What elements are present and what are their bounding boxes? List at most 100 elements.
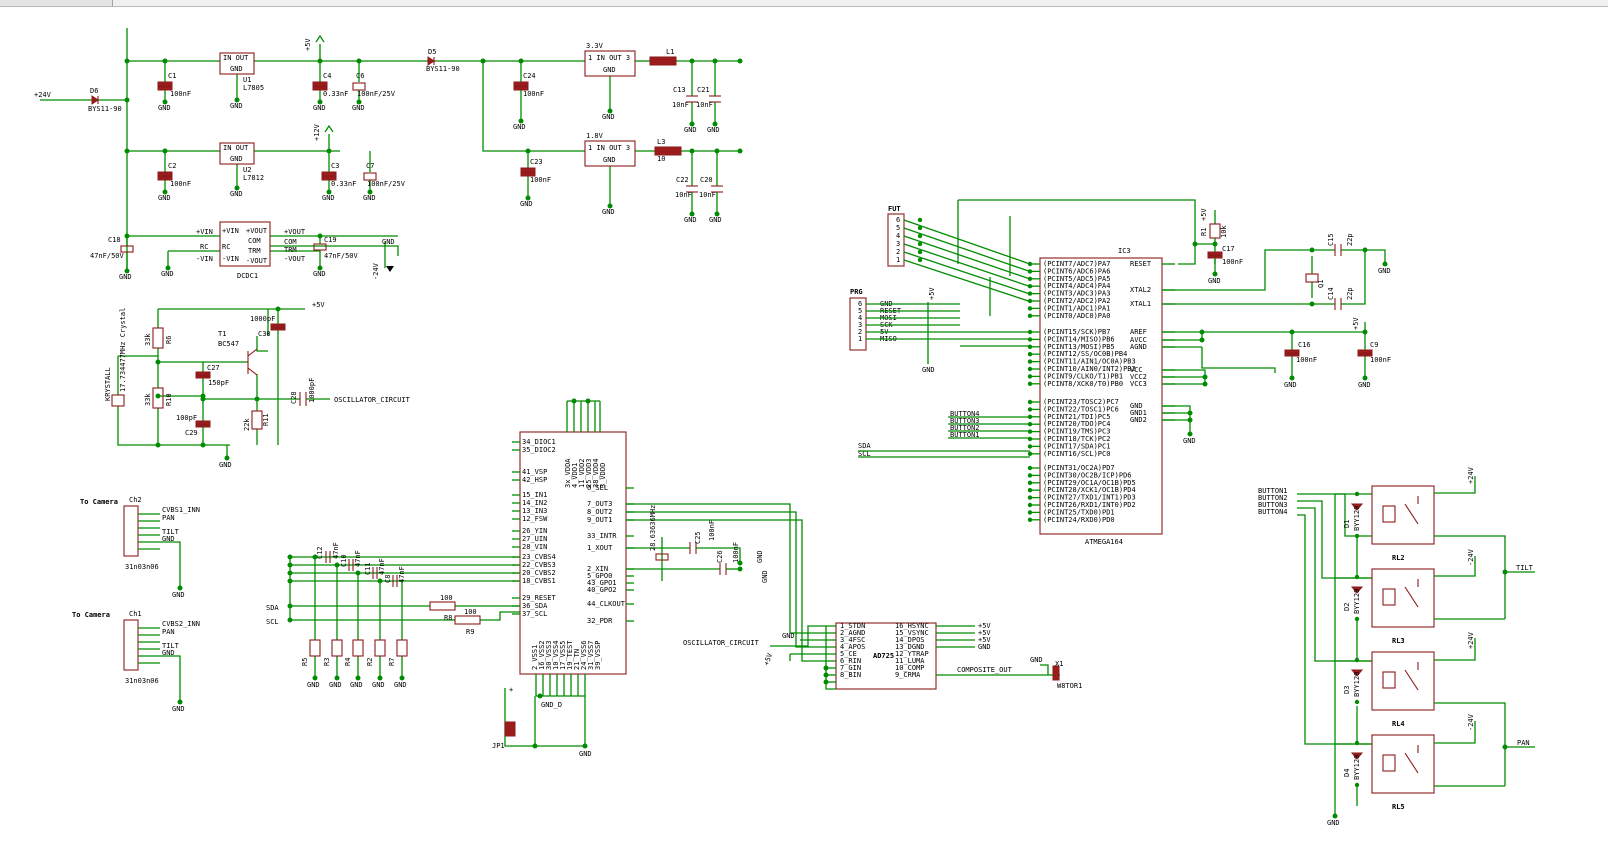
relay-diode (1350, 669, 1364, 677)
gnd-label: GND (1183, 437, 1196, 445)
c29-ref: C29 (185, 429, 198, 437)
prg-body (849, 297, 867, 351)
adv-pin-left: 36_SDA (522, 602, 548, 610)
ch2-connector-body (123, 505, 139, 557)
l1-ref: L1 (666, 48, 674, 56)
ic3-pin-left: (PCINT19/TMS)PC3 (1043, 428, 1110, 436)
c11-ref: C11 (364, 562, 372, 575)
c2-value: 100nF (170, 180, 191, 188)
ic3-pin-left: (PCINT11/AIN1/OC0A)PB3 (1043, 358, 1136, 366)
c29-value: 100pF (176, 414, 197, 422)
ad725-body (835, 622, 937, 690)
regulator-u1 (219, 52, 255, 75)
adv-pin-left: 18_CVBS1 (522, 577, 556, 585)
ch1-tilt: TILT (162, 642, 180, 650)
capacitor-c4 (312, 81, 328, 87)
c28-ref: C28 (290, 391, 298, 404)
gnd-label: GND (350, 681, 363, 689)
u1-value: L7805 (243, 84, 264, 92)
adv-pin-top: 38_VDD4 (592, 458, 600, 488)
dcdc-pin-mvout: -VOUT (284, 255, 306, 263)
ic3-value: ATMEGA164 (1085, 538, 1123, 546)
fut-pin: 6 (896, 216, 900, 224)
resistor-r2 (374, 639, 386, 657)
ch2-gnd: GND (162, 535, 175, 543)
ad725-pin-left: 4_APOS (840, 643, 865, 651)
connector-x1 (1052, 665, 1060, 681)
r3-ref: R3 (323, 658, 331, 666)
gnd-label: GND (313, 270, 326, 278)
ic3-pin-left: (PCINT2/ADC2)PA2 (1043, 297, 1110, 305)
ic3-pin-left: (PCINT1/ADC1)PA1 (1043, 304, 1110, 312)
gnd-label: GND (684, 216, 697, 224)
c13-ref: C13 (673, 86, 686, 94)
capacitor-c19 (313, 243, 327, 251)
net-label-5v-osc: +5V (312, 301, 325, 309)
ad725-encoder: AD725 1_STDN2_AGND3_4FSC4_APOS5_CE6_RIN7… (683, 622, 1082, 690)
resistor-r3 (331, 639, 343, 657)
capacitor-c9 (1357, 349, 1373, 354)
c8-ref: C8 (384, 575, 392, 583)
button-net-label: BUTTON4 (950, 410, 980, 418)
l3-ref: L3 (657, 138, 665, 146)
c26-ref: C26 (716, 550, 724, 563)
relay-coil (1382, 754, 1396, 772)
ic3-pin-left: (PCINT16/SCL)PC0 (1043, 450, 1110, 458)
c3-value: 0.33nF (331, 180, 356, 188)
c23-value: 100nF (530, 176, 551, 184)
gnd-label: GND (1378, 267, 1391, 275)
net-label-24v: +24V (34, 91, 52, 99)
c17-ref: C17 (1222, 245, 1235, 253)
x1-value: W8TOR1 (1057, 682, 1082, 690)
u2-ref: U2 (243, 166, 251, 174)
net-label-12v: +12V (313, 123, 321, 141)
ch1-gnd: GND (162, 649, 175, 657)
adv-pin-left: 37_SCL (522, 610, 547, 618)
relay-ref: RL3 (1392, 637, 1405, 645)
capacitor-c1 (157, 81, 173, 87)
adv-pin-left: 23_CVBS4 (522, 553, 556, 561)
ic3-pin-right: GND1 (1130, 409, 1147, 417)
capacitor-c17 (1207, 251, 1223, 256)
ad725-pin-left: 5_CE (840, 650, 857, 658)
gnd-label: GND (709, 216, 722, 224)
video-input-network: C12 47nF C10 47nF C11 47nF C8 47nF R5 R3… (266, 542, 520, 689)
capacitor-c29 (195, 420, 211, 425)
c20-value: 10nF (699, 191, 716, 199)
gnd-label: GND (1208, 277, 1221, 285)
net-label-composite-out: COMPOSITE_OUT (957, 666, 1013, 674)
gnd-label: GND (172, 591, 185, 599)
ad725-pin-right: 13_DGND (895, 643, 925, 651)
adv-pin-bottom: 31_VSS7 (587, 640, 595, 670)
dcdc-pin-com: COM (284, 238, 297, 246)
net-label-scl-mcu: SCL (858, 450, 871, 458)
adv-pin-bottom: 21_TN (573, 649, 581, 670)
fut-body (887, 213, 905, 267)
r10-value: 33k (144, 393, 152, 406)
net-label-m24v: -24V (372, 262, 380, 280)
relay-diode-ref: D2 (1343, 603, 1351, 611)
dcdc-int-mvin: -VIN (222, 255, 239, 263)
adv-pin-bottom: 19_TEST (566, 640, 574, 670)
svg-text:GND: GND (230, 65, 243, 73)
t1-value: BC547 (218, 340, 239, 348)
gnd-label: GND (161, 270, 174, 278)
prg-pin-number: 5 (858, 307, 862, 315)
ic3-pin-left: (PCINT24/RXD0)PD0 (1043, 516, 1115, 524)
ic3-pin-right: GND (1130, 402, 1143, 410)
ic3-pin-left: (PCINT15/SCK)PB7 (1043, 328, 1110, 336)
ad725-pin-left: 1_STDN (840, 622, 865, 630)
relay-button-label: BUTTON4 (1258, 508, 1288, 516)
adv-pin-bottom: 30_VSS3 (545, 640, 553, 670)
adv-pin-right: 2_XIN (587, 565, 608, 573)
resistor-r1 (1209, 223, 1221, 239)
window-tab[interactable] (0, 0, 113, 6)
ad725-pin-left: 2_AGND (840, 629, 865, 637)
adv-pin-left: 15_IN1 (522, 491, 547, 499)
adv-pin-right: 8_OUT2 (587, 508, 612, 516)
net-label-5v: +5V (1352, 317, 1360, 330)
ic3-pin-left: (PCINT5/ADC5)PA5 (1043, 275, 1110, 283)
svg-text:GND: GND (603, 66, 616, 74)
